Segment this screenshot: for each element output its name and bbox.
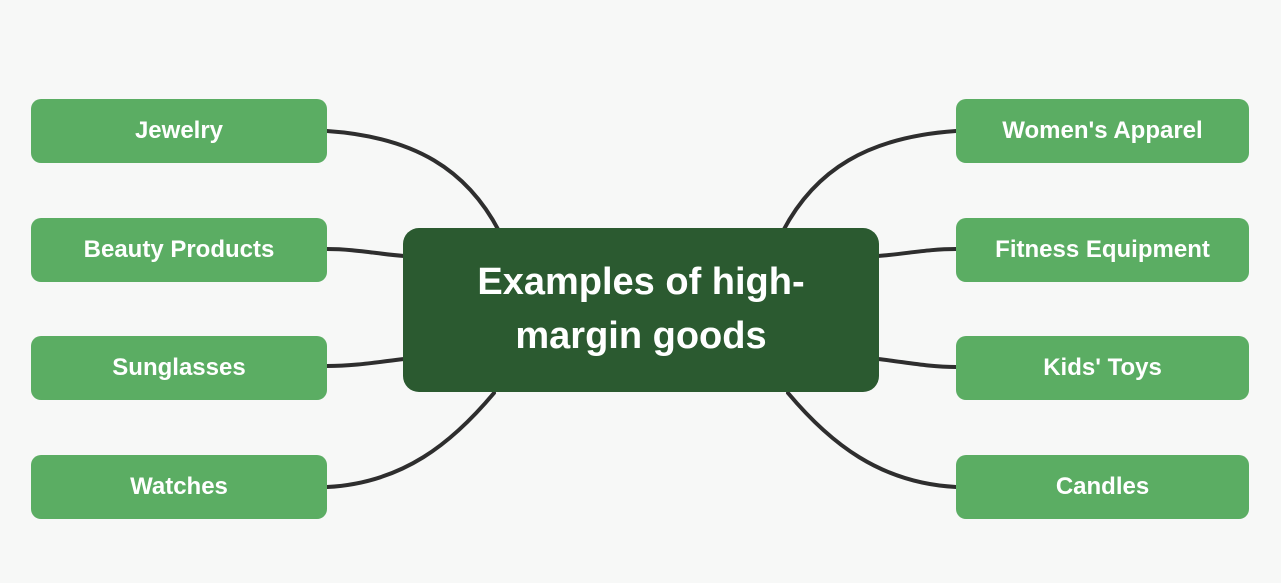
branch-node-candles[interactable]: Candles xyxy=(956,455,1249,519)
branch-label: Jewelry xyxy=(134,117,224,144)
branch-node-beauty-products[interactable]: Beauty Products xyxy=(31,218,327,282)
branch-label: Sunglasses xyxy=(112,354,246,381)
branch-node-fitness-equipment[interactable]: Fitness Equipment xyxy=(956,218,1249,282)
branch-label: Beauty Products xyxy=(83,236,275,263)
branch-label: Kids' Toys xyxy=(1043,354,1162,381)
root-node[interactable]: Examples of high-margin goods xyxy=(403,228,879,392)
root-node-label: Examples of high-margin goods xyxy=(477,261,805,357)
branch-node-kids-toys[interactable]: Kids' Toys xyxy=(956,336,1249,400)
connector-kids-toys xyxy=(876,357,958,369)
branch-label: Fitness Equipment xyxy=(995,236,1210,263)
connector-watches xyxy=(325,391,496,489)
branch-label: Watches xyxy=(130,473,228,500)
connector-beauty-products xyxy=(325,247,406,258)
connector-womens-apparel xyxy=(781,129,958,233)
branch-node-sunglasses[interactable]: Sunglasses xyxy=(31,336,327,400)
branch-node-womens-apparel[interactable]: Women's Apparel xyxy=(956,99,1249,163)
connector-fitness-equipment xyxy=(876,247,958,258)
branch-label: Candles xyxy=(1055,473,1150,500)
branch-label: Women's Apparel xyxy=(1002,117,1203,144)
branch-node-jewelry[interactable]: Jewelry xyxy=(31,99,327,163)
connector-candles xyxy=(786,391,958,489)
connector-jewelry xyxy=(325,129,501,233)
branch-node-watches[interactable]: Watches xyxy=(31,455,327,519)
connector-sunglasses xyxy=(325,357,406,368)
